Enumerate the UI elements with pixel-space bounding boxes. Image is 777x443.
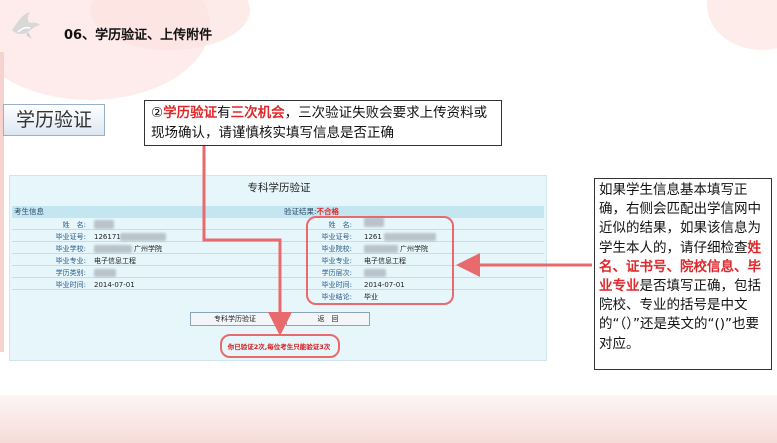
redacted	[94, 245, 132, 253]
step-number: ②	[151, 105, 164, 121]
right-row: 毕业结论: 毕业	[280, 292, 546, 302]
left-row: 毕业时间: 2014-07-01	[10, 280, 280, 290]
note-text: 如果学生信息基本填写正确，右侧会匹配出学信网中近似的结果，如果该信息为学生本人的…	[599, 182, 761, 256]
field-value: 电子信息工程	[94, 257, 136, 265]
right-row: 毕业专业: 电子信息工程	[280, 256, 546, 266]
left-row: 毕业证号: 126171	[10, 232, 280, 242]
field-label: 毕业学校:	[55, 245, 86, 253]
field-label: 毕业院校:	[321, 245, 352, 253]
verify-submit-button[interactable]: 专科学历验证	[190, 312, 280, 326]
redacted	[94, 269, 116, 277]
result-label: 验证结果:	[284, 207, 317, 216]
left-row: 毕业专业: 电子信息工程	[10, 256, 280, 266]
form-title: 专科学历验证	[247, 182, 311, 194]
attempts-warning: 你已验证2次,每位考生只能验证3次	[227, 343, 331, 351]
note-highlight: 学历验证	[163, 105, 218, 121]
field-value: 2014-07-01	[94, 281, 135, 289]
row-divider	[12, 229, 544, 230]
edu-verify-button[interactable]: 学历验证	[3, 104, 105, 136]
right-row: 姓 名:	[280, 217, 546, 230]
left-row: 毕业学校: 广州学院	[10, 244, 280, 254]
row-divider	[12, 277, 544, 278]
verification-form-screenshot: 专科学历验证 考生信息 验证结果:不合格 姓 名: 毕业证号: 126171 毕…	[9, 175, 547, 361]
match-result-highlight	[306, 216, 454, 305]
right-row: 毕业院校: 广州学院	[280, 244, 546, 254]
form-header-row: 考生信息 验证结果:不合格	[12, 206, 544, 218]
left-decoration-bar	[0, 52, 4, 352]
field-label: 毕业证号:	[55, 233, 86, 241]
field-value: 电子信息工程	[364, 257, 406, 265]
note-highlight: 三次机会	[230, 105, 285, 121]
note-text: 是否填写正确，包括院校、专业的括号是中文的“（）”还是英文的“()”也要对应。	[599, 278, 761, 352]
field-value: 毕业	[364, 293, 378, 301]
redacted	[364, 217, 384, 227]
row-divider	[12, 265, 544, 266]
field-value: 2014-07-01	[364, 281, 405, 289]
field-label: 学历类别:	[55, 269, 86, 277]
left-header: 考生信息	[14, 207, 44, 216]
right-row: 毕业证号: 1261	[280, 232, 546, 242]
verify-chances-note: ②学历验证有三次机会，三次验证失败会要求上传资料或现场确认，请谨慎核实填写信息是…	[144, 100, 502, 146]
match-check-note: 如果学生信息基本填写正确，右侧会匹配出学信网中近似的结果，如果该信息为学生本人的…	[594, 178, 772, 370]
right-row: 毕业时间: 2014-07-01	[280, 280, 546, 290]
field-label: 毕业结论:	[321, 293, 352, 301]
field-label: 姓 名:	[328, 221, 352, 229]
field-label: 学历层次:	[321, 269, 352, 277]
left-row: 学历类别:	[10, 268, 280, 278]
left-row: 姓 名:	[10, 220, 280, 230]
field-label: 毕业专业:	[321, 257, 352, 265]
note-highlight: 姓名、证书号、院校信息、毕业专业	[599, 239, 761, 295]
dove-logo-icon	[12, 12, 40, 39]
redacted	[94, 220, 114, 229]
field-value: 广州学院	[134, 245, 162, 253]
redacted	[384, 233, 436, 241]
field-label: 姓 名:	[62, 221, 86, 229]
field-label: 毕业证号:	[321, 233, 352, 241]
note-text: 有	[217, 105, 231, 121]
row-divider	[12, 253, 544, 254]
page-title: 06、学历验证、上传附件	[64, 28, 213, 43]
field-label: 毕业专业:	[55, 257, 86, 265]
right-header: 验证结果:不合格	[284, 206, 339, 218]
bottom-decoration-band	[0, 395, 777, 443]
row-divider	[12, 289, 544, 290]
field-label: 毕业时间:	[55, 281, 86, 289]
field-value: 1261	[364, 233, 382, 241]
redacted	[364, 245, 398, 253]
result-value: 不合格	[316, 207, 340, 216]
field-value: 广州学院	[400, 245, 428, 253]
right-row: 学历层次:	[280, 268, 546, 278]
note-text: ，三次验证失败会要求上传资料或现场确认，请谨慎核实填写信息是否正确	[151, 105, 488, 141]
arrow-to-warning	[202, 146, 292, 336]
redacted	[120, 233, 166, 241]
field-label: 毕业时间:	[321, 281, 352, 289]
redacted	[364, 269, 386, 277]
field-value: 126171	[94, 233, 121, 241]
